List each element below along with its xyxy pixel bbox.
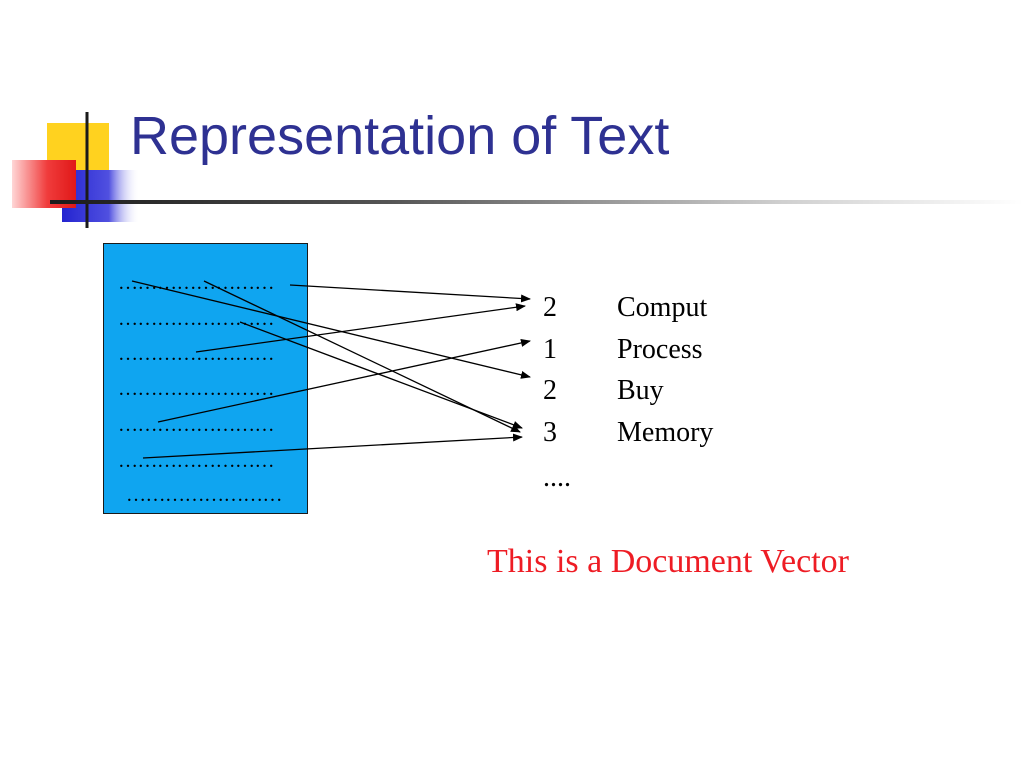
arrow-to-memory [142, 433, 523, 459]
term-count: 1 [543, 334, 557, 365]
term-word: Process [617, 334, 703, 365]
arrow-to-comput [195, 303, 526, 353]
corner-logo-icon [12, 112, 140, 228]
document-line: …………………… [118, 450, 275, 472]
title-underline [50, 200, 1023, 204]
arrow-to-buy [131, 280, 531, 379]
arrow-to-process [157, 339, 531, 423]
term-count: 3 [543, 417, 557, 448]
document-line: …………………… [118, 308, 275, 330]
term-word: Memory [617, 417, 714, 448]
caption: This is a Document Vector [487, 543, 849, 580]
term-count: 2 [543, 375, 557, 406]
arrow-to-memory [239, 321, 523, 429]
term-ellipsis: .... [543, 462, 571, 493]
arrow-to-comput [289, 284, 531, 303]
term-word: Buy [617, 375, 664, 406]
document-line: …………………… [118, 378, 275, 400]
document-line: …………………… [126, 484, 283, 506]
document-line: …………………… [118, 272, 275, 294]
document-box: …………………… …………………… …………………… …………………… …………… [103, 243, 308, 514]
term-count: 2 [543, 292, 557, 323]
term-word: Comput [617, 292, 708, 323]
slide-title: Representation of Text [130, 106, 670, 166]
document-line: …………………… [118, 343, 275, 365]
document-line: …………………… [118, 414, 275, 436]
